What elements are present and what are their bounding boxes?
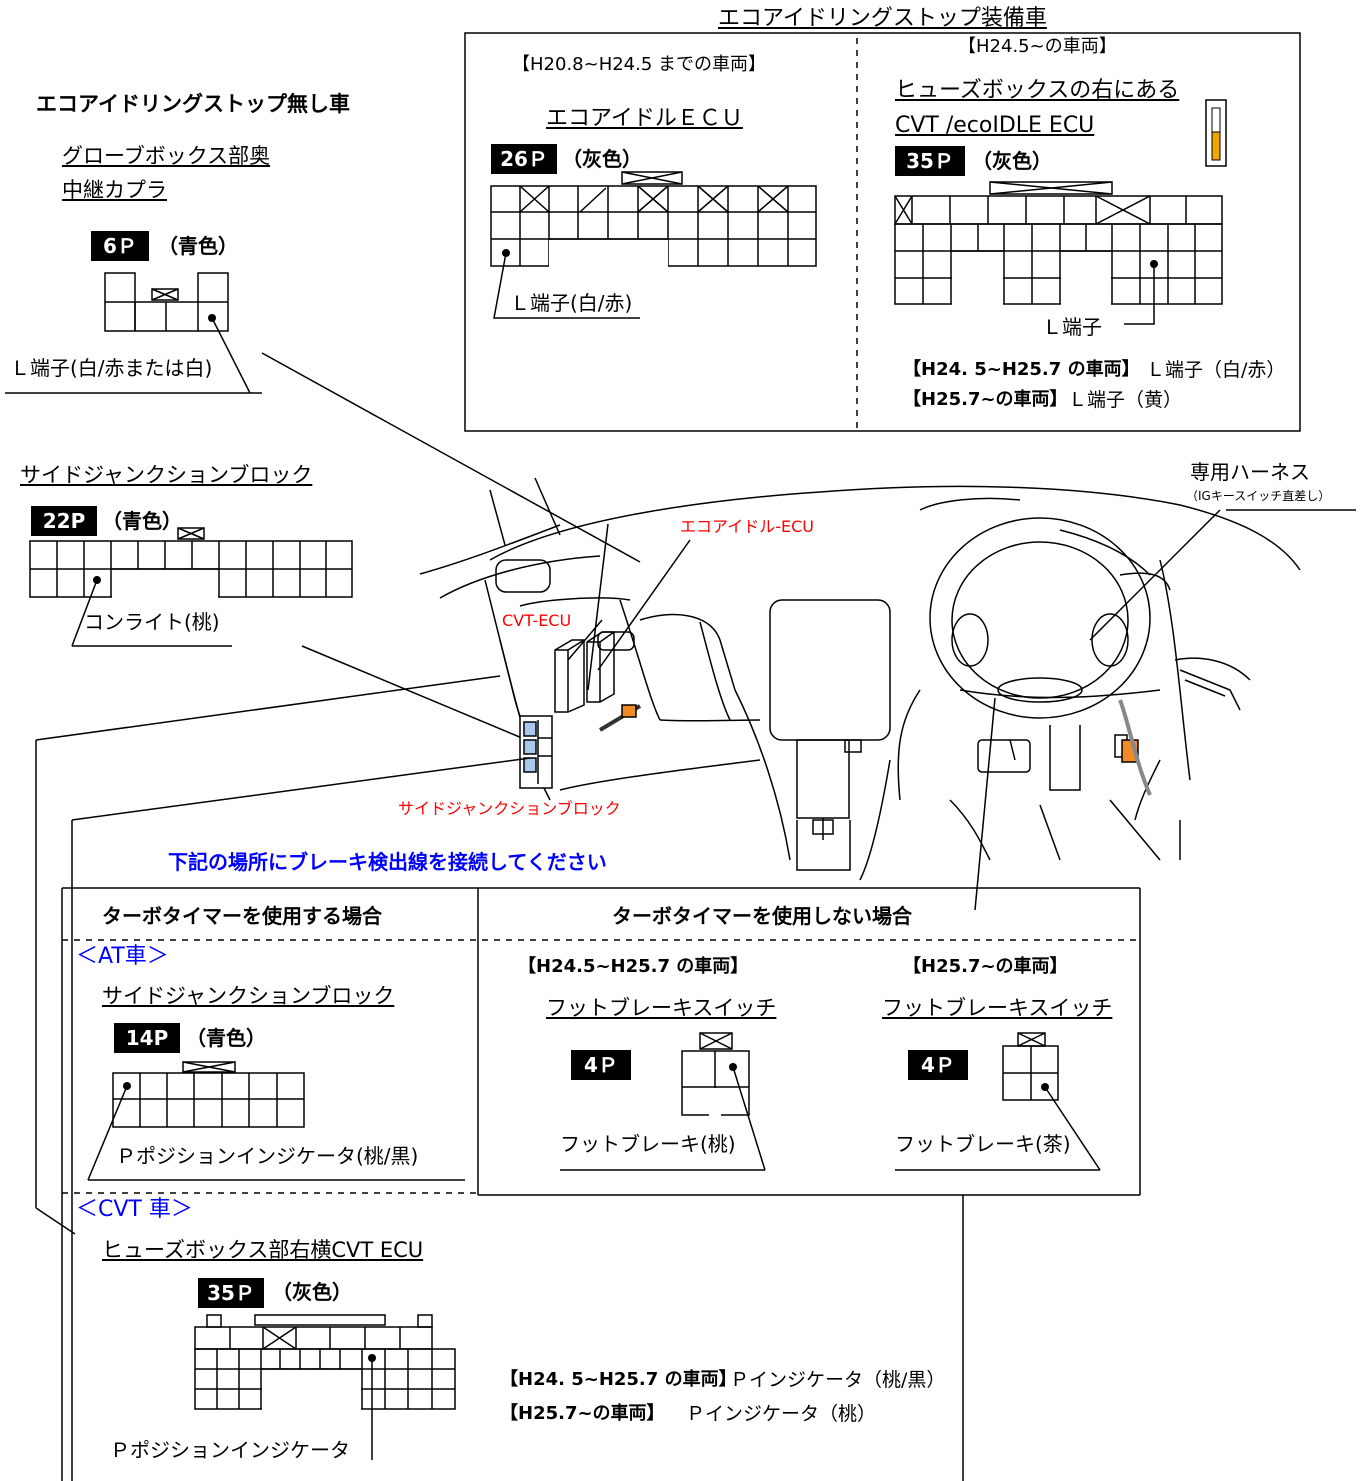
brake-table-frame [61, 887, 1141, 1481]
cvt-note2-period: 【H25.7~の車両】 [500, 1403, 665, 1424]
foot2-period: 【H25.7~の車両】 [903, 956, 1068, 977]
left-color: （灰色） [562, 147, 642, 171]
right-note2-text: Ｌ端子（黄） [1068, 389, 1183, 411]
at-color: （青色） [186, 1026, 266, 1050]
right-period: 【H24.5~の車両】 [958, 36, 1117, 57]
right-note1-text: Ｌ端子（白/赤） [1146, 359, 1286, 381]
dashboard-illustration [419, 477, 1301, 881]
eco-none-location-1: グローブボックス部奥 [62, 144, 271, 168]
connector-35p-bottom [194, 1314, 456, 1410]
eco-none-pin-badge: 6Ｐ [91, 231, 149, 261]
eco-none-location-2: 中継カプラ [62, 178, 167, 202]
right-pin-badge: 35Ｐ [895, 146, 965, 176]
connector-6p [104, 272, 229, 332]
connector-22p [29, 527, 353, 598]
right-terminal: Ｌ端子 [1042, 315, 1102, 339]
left-pin-badge: 26Ｐ [491, 144, 557, 174]
foot1-terminal: フットブレーキ(桃) [560, 1132, 736, 1156]
at-pin-badge: 14P [114, 1023, 180, 1053]
left-period: 【H20.8~H24.5 までの車両】 [512, 54, 767, 75]
cvt-pin-badge: 35Ｐ [198, 1278, 264, 1308]
connector-14p [112, 1061, 305, 1128]
connector-4p-foot2 [1002, 1032, 1059, 1101]
cvt-note1-period: 【H24. 5~H25.7 の車両】 [500, 1369, 737, 1390]
cvt-note1-text: Ｐインジケータ（桃/黒） [730, 1369, 946, 1391]
foot2-location: フットブレーキスイッチ [882, 996, 1113, 1020]
right-note1-period: 【H24. 5~H25.7 の車両】 [903, 359, 1140, 380]
cvt-ecu-label: CVT-ECU [502, 611, 572, 630]
right-color: （灰色） [972, 149, 1052, 173]
right-note2-period: 【H25.7~の車両】 [903, 389, 1068, 410]
foot2-pin-badge: 4Ｐ [908, 1050, 968, 1080]
eco-none-color: （青色） [158, 234, 238, 258]
foot2-terminal: フットブレーキ(茶) [895, 1132, 1071, 1156]
eco-equipped-title: エコアイドリングストップ装備車 [718, 6, 1047, 31]
at-terminal: Ｐポジションインジケータ(桃/黒) [116, 1144, 419, 1168]
right-location-2: CVT /ecoIDLE ECU [895, 113, 1095, 138]
connector-35p-top [894, 181, 1223, 306]
cvt-location: ヒューズボックス部右横CVT ECU [102, 1238, 424, 1262]
harness-label: 専用ハーネス [1190, 460, 1310, 484]
foot1-pin-badge: 4Ｐ [571, 1050, 631, 1080]
with-timer-header: ターボタイマーを使用する場合 [102, 904, 382, 928]
at-location: サイドジャンクションブロック [102, 984, 395, 1008]
cvt-label: ＜CVT 車＞ [76, 1197, 193, 1222]
connector-4p-foot1 [681, 1032, 750, 1116]
side-junction-pin-badge: 22P [31, 506, 97, 536]
left-terminal: Ｌ端子(白/赤) [510, 291, 633, 315]
at-label: ＜AT車＞ [76, 944, 169, 969]
fuse-icon [1205, 99, 1227, 167]
foot1-location: フットブレーキスイッチ [546, 996, 777, 1020]
foot1-period: 【H24.5~H25.7 の車両】 [518, 956, 749, 977]
cvt-note2-text: Ｐインジケータ（桃） [686, 1403, 877, 1425]
side-junction-color: （青色） [102, 509, 182, 533]
eco-ecu-label: エコアイドル-ECU [680, 517, 814, 536]
side-junction-title: サイドジャンクションブロック [20, 463, 313, 487]
eco-equipped-frame [464, 32, 1301, 432]
eco-none-terminal: Ｌ端子(白/赤または白) [10, 356, 213, 380]
right-location-1: ヒューズボックスの右にある [895, 78, 1180, 103]
harness-sublabel: （IGキースイッチ直差し） [1186, 489, 1331, 503]
cvt-color: （灰色） [272, 1280, 352, 1304]
eco-none-title: エコアイドリングストップ無し車 [36, 92, 350, 116]
brake-heading: 下記の場所にブレーキ検出線を接続してください [168, 850, 607, 874]
connector-26p [490, 171, 817, 268]
side-junction-terminal: コンライト(桃) [84, 610, 220, 634]
side-junction-car-label: サイドジャンクションブロック [398, 799, 621, 818]
cvt-terminal: Ｐポジションインジケータ [110, 1438, 350, 1462]
without-timer-header: ターボタイマーを使用しない場合 [612, 904, 912, 928]
left-location: エコアイドルＥＣＵ [546, 106, 743, 131]
